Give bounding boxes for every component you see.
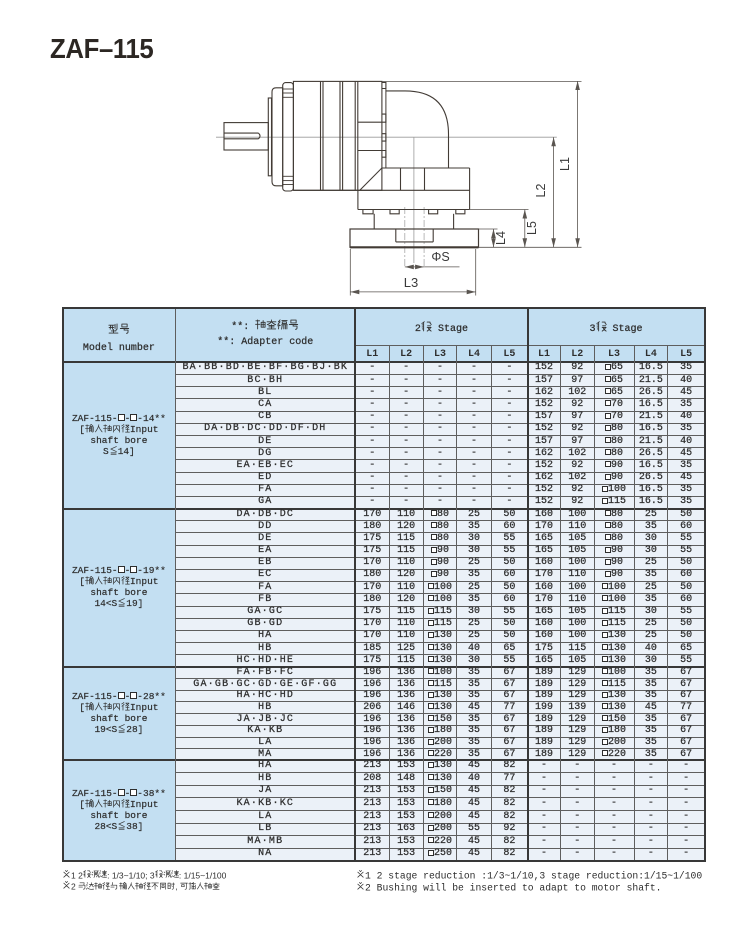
svg-text:L2: L2	[534, 184, 548, 198]
svg-text:L3: L3	[404, 275, 418, 290]
svg-text:L5: L5	[525, 221, 539, 235]
svg-text:L4: L4	[494, 231, 508, 245]
svg-text:ΦS: ΦS	[431, 250, 449, 264]
svg-text:L1: L1	[558, 157, 572, 171]
